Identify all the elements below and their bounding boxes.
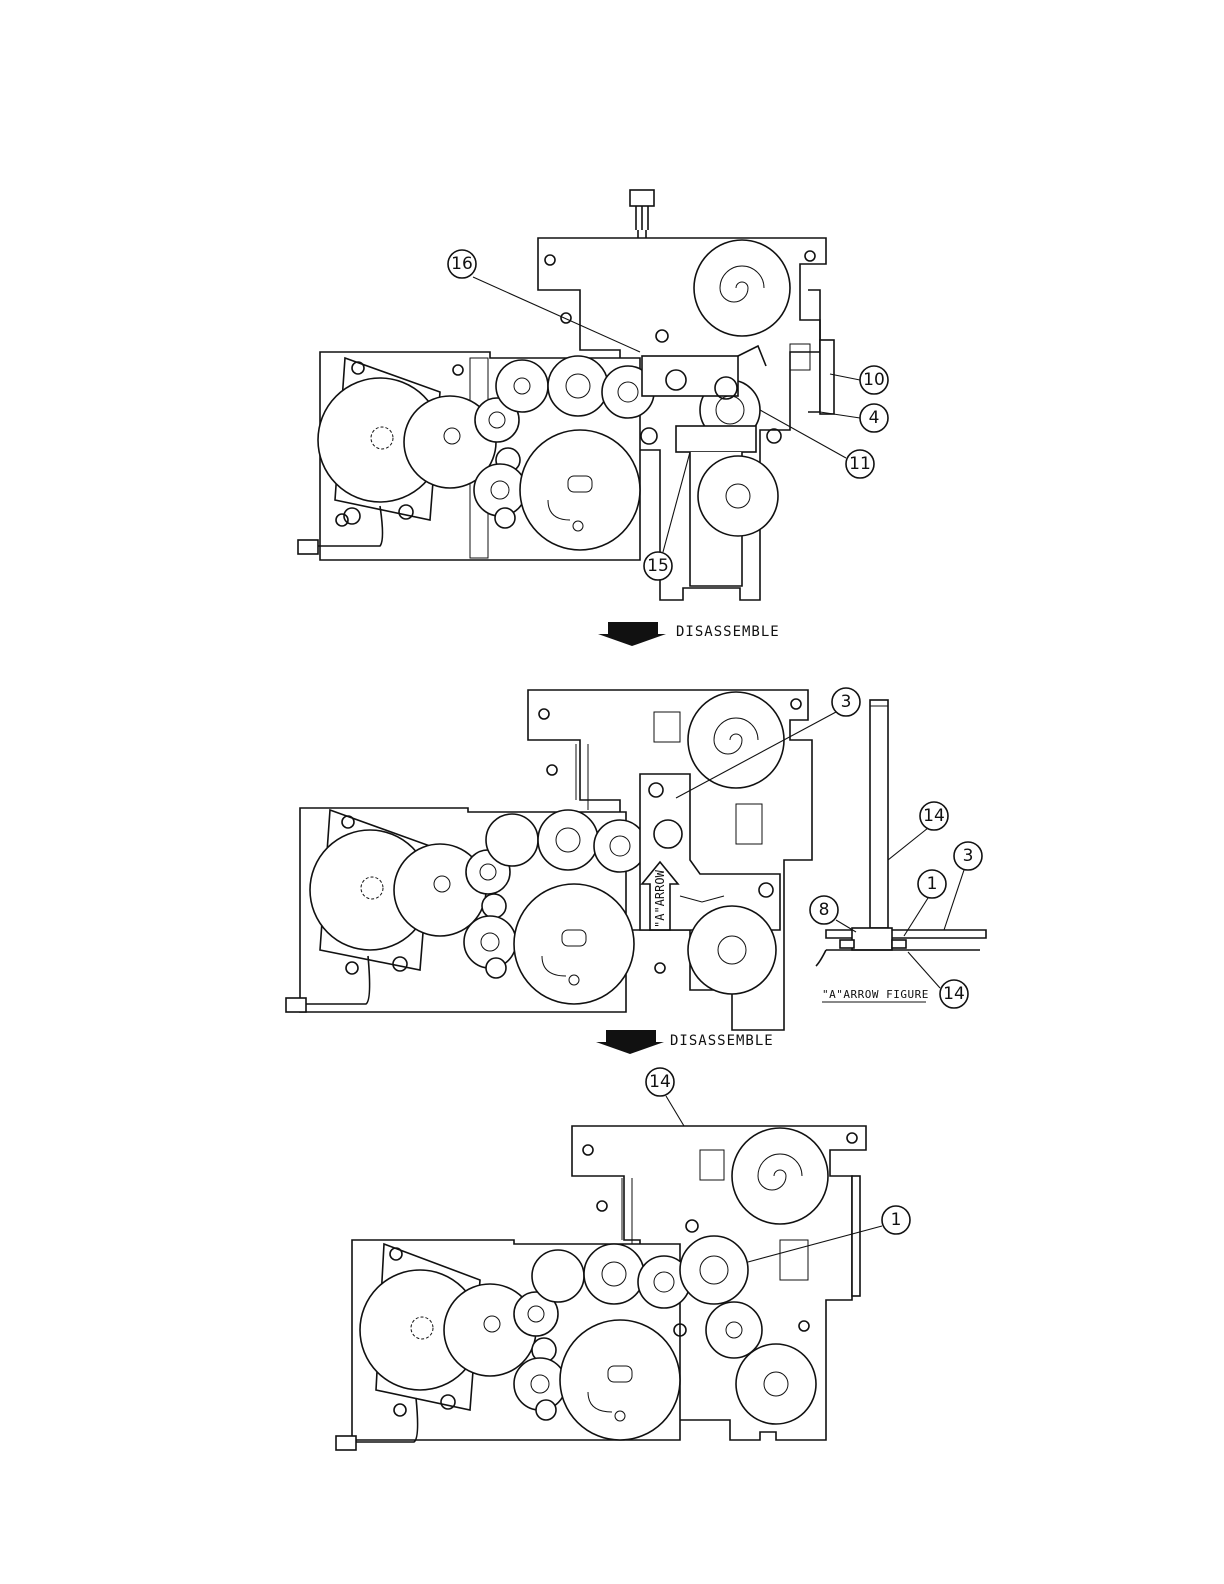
view-1-assembly: [298, 190, 834, 600]
part-1-gear: [680, 1236, 748, 1304]
step-2-label: DISASSEMBLE: [670, 1033, 774, 1049]
step-1-label: DISASSEMBLE: [676, 624, 780, 640]
detail-callout-14-top: 14: [923, 806, 945, 826]
callout-11: 11: [849, 454, 871, 474]
callout-14: 14: [649, 1072, 671, 1092]
arrow-a-label: "A"ARROW: [653, 869, 667, 928]
disassemble-step-1: DISASSEMBLE: [598, 622, 780, 646]
detail-callout-14-bottom: 14: [943, 984, 965, 1004]
view-3-assembly: [336, 1126, 866, 1450]
part-15-flex: [676, 426, 756, 452]
down-arrow-icon: [596, 1030, 664, 1054]
callout-16: 16: [451, 254, 473, 274]
arrow-figure-caption: "A"ARROW FIGURE: [822, 988, 929, 1001]
detail-callout-1: 1: [927, 874, 938, 894]
callout-4: 4: [869, 408, 880, 428]
callout-1: 1: [891, 1210, 902, 1230]
view-2-assembly: "A"ARROW: [286, 690, 812, 1030]
detail-shaft: [870, 700, 888, 928]
arrow-a-figure: 14 3 1 8 14 "A"ARROW FIGURE: [810, 700, 986, 1008]
disassemble-step-2: DISASSEMBLE: [596, 1030, 774, 1054]
callout-15: 15: [647, 556, 669, 576]
down-arrow-icon: [598, 622, 666, 646]
part-16-bracket: [642, 356, 738, 396]
callout-10: 10: [863, 370, 885, 390]
cable-connector: [630, 190, 654, 206]
detail-callout-8: 8: [819, 900, 830, 920]
callout-3: 3: [841, 692, 852, 712]
detail-callout-3: 3: [963, 846, 974, 866]
